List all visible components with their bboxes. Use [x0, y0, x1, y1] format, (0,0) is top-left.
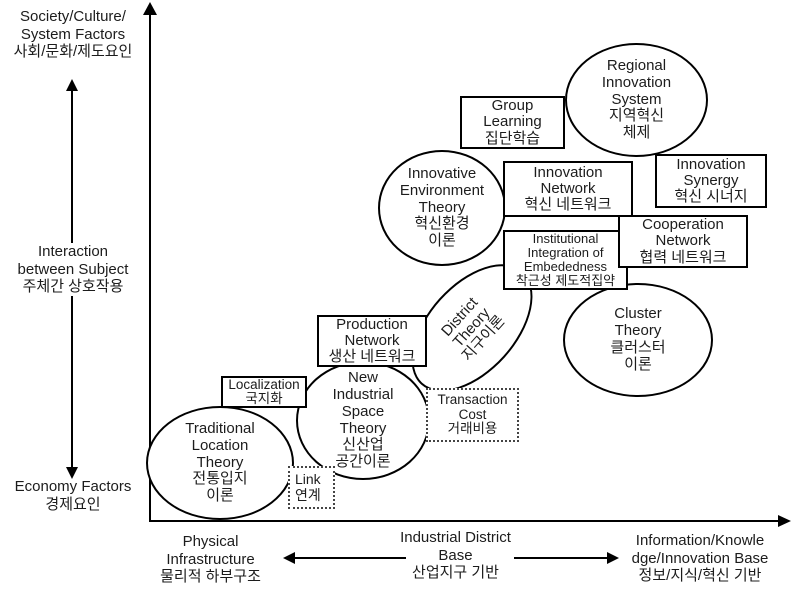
node-traditional-location-theory: Traditional Location Theory 전통입지 이론 — [146, 406, 294, 520]
x-axis-arrowhead-icon — [778, 515, 791, 527]
node-regional-innovation-system: Regional Innovation System 지역혁신 체제 — [565, 43, 708, 157]
node-localization: Localization 국지화 — [221, 376, 307, 408]
x-left-arrow — [294, 557, 406, 559]
x-left-label: Physical Infrastructure 물리적 하부구조 — [160, 533, 261, 586]
node-innovation-synergy: Innovation Synergy 혁신 시너지 — [655, 154, 767, 208]
up-arrowhead-icon — [66, 79, 78, 91]
y-axis-arrowhead-icon — [143, 2, 157, 15]
x-mid-label: Industrial District Base 산업지구 기반 — [400, 529, 511, 582]
x-axis — [150, 520, 782, 522]
x-right-arrow — [514, 557, 608, 559]
node-cooperation-network: Cooperation Network 협력 네트워크 — [618, 215, 748, 268]
node-institutional-integration-of-embededness: Institutional Integration of Embededness… — [503, 230, 628, 290]
node-innovation-network: Innovation Network 혁신 네트워크 — [503, 161, 633, 217]
node-innovative-environment-theory: Innovative Environment Theory 혁신환경 이론 — [378, 150, 506, 266]
node-cluster-theory: Cluster Theory 클러스터 이론 — [563, 283, 713, 397]
y-bottom-label: Economy Factors 경제요인 — [14, 478, 132, 513]
node-link: Link 연계 — [288, 466, 335, 509]
x-right-arrowhead-icon — [607, 552, 619, 564]
x-right-label: Information/Knowle dge/Innovation Base 정… — [631, 532, 769, 585]
node-production-network: Production Network 생산 네트워크 — [317, 315, 427, 367]
node-new-industrial-space-theory: New Industrial Space Theory 신산업 공간이론 — [296, 361, 430, 480]
y-axis — [149, 12, 151, 522]
node-transaction-cost: Transaction Cost 거래비용 — [426, 388, 519, 442]
down-arrowhead-icon — [66, 467, 78, 479]
y-mid-label: Interaction between Subject 주체간 상호작용 — [2, 243, 144, 296]
x-left-arrowhead-icon — [283, 552, 295, 564]
y-top-label: Society/Culture/ System Factors 사회/문화/제도… — [13, 8, 133, 61]
node-group-learning: Group Learning 집단학습 — [460, 96, 565, 149]
